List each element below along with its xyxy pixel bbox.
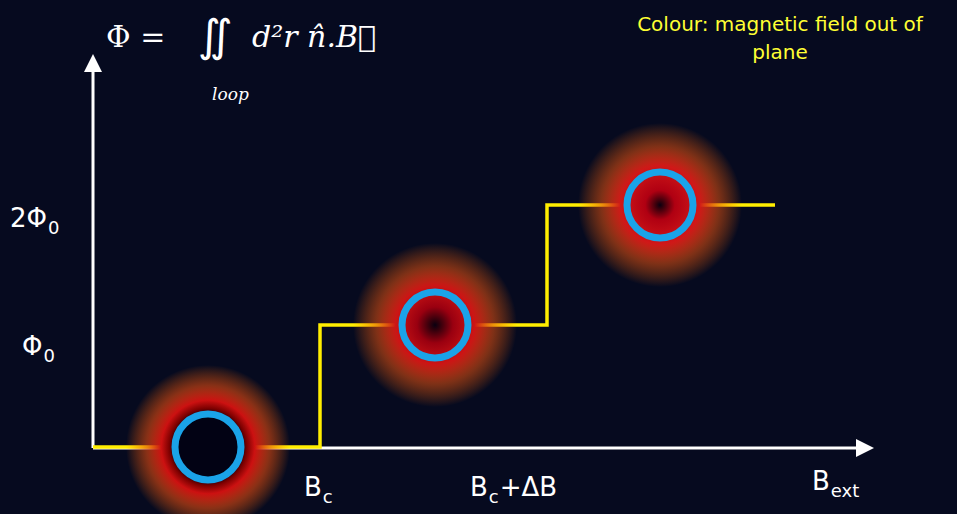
axis-tick-label: +ΔB [500,474,557,500]
axis-tick-label: B [470,474,488,500]
axis-tick-label: 2Φ [10,205,47,231]
x-axis-arrowhead [856,439,874,457]
y-axis-arrowhead [84,54,102,72]
axis-title: B [812,468,830,494]
integral-domain: loop [212,86,249,103]
subscript: c [489,488,499,506]
subscript: 0 [43,347,54,365]
y-axis [92,68,95,448]
field-glow [578,123,742,287]
field-glow [126,365,290,514]
formula-lhs: Φ = [106,22,165,52]
subscript: ext [831,482,859,500]
field-glow [353,243,517,407]
subscript: 0 [48,219,59,237]
double-integral: ∬ [198,14,233,58]
colour-note: Colour: magnetic field out of plane [635,10,925,66]
axis-tick-label: Φ [22,333,42,359]
superconducting-loop [402,292,468,358]
axis-tick-label: B [304,474,322,500]
subscript: c [323,488,333,506]
formula-integrand: d²r n̂.B⃗ [252,22,376,52]
superconducting-loop [175,414,241,480]
superconducting-loop [627,172,693,238]
